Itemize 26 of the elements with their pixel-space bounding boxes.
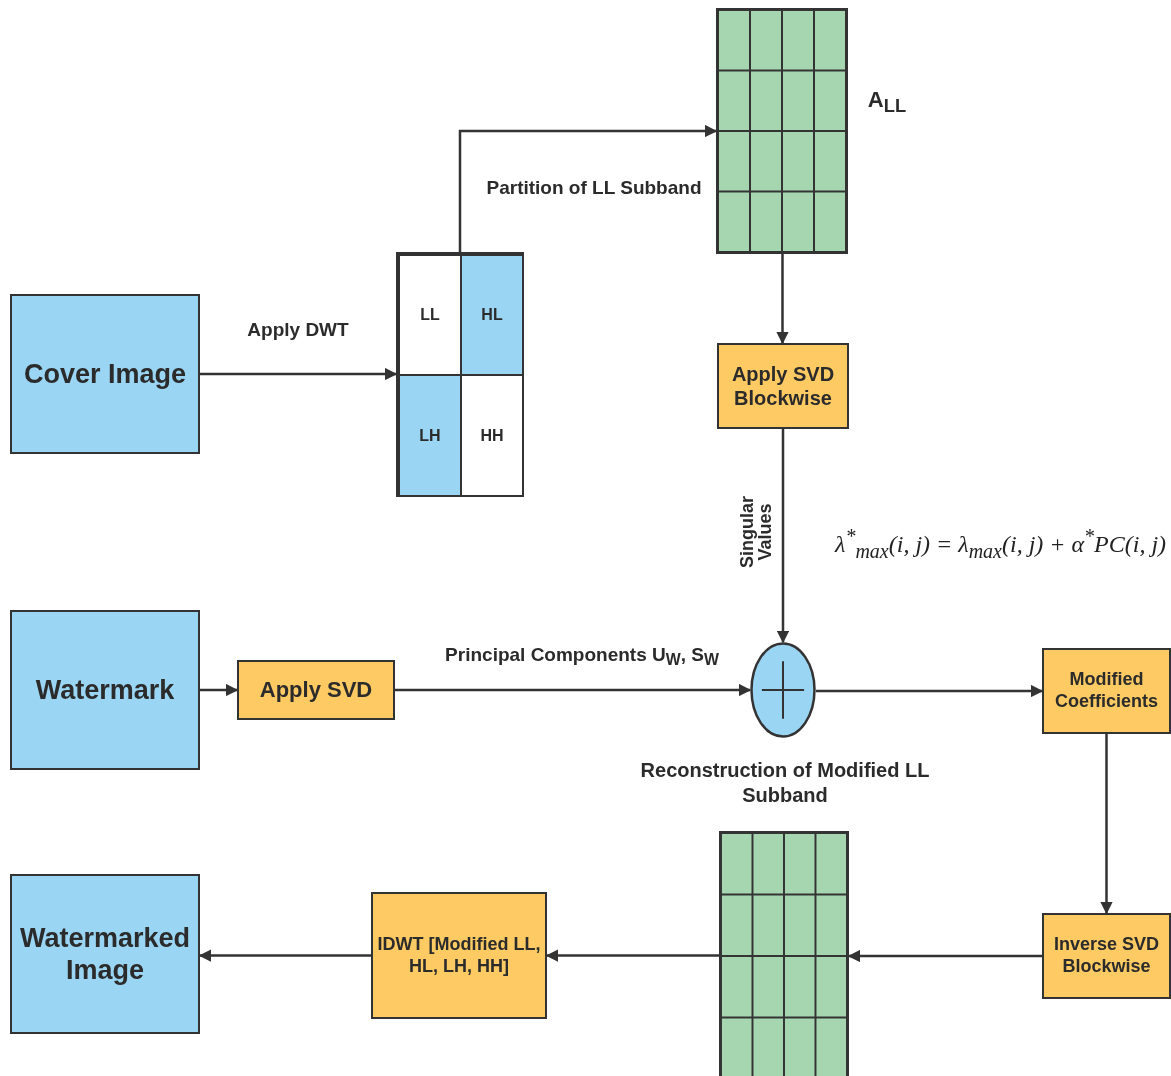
arrow bbox=[776, 254, 789, 345]
formula: λ$^{*}$$_{max}$(i, j) = λ$_{max}$(i, j) + α$^{*}$PC(i, j) bbox=[835, 525, 1167, 563]
input-output-box: Cover Image bbox=[10, 294, 200, 454]
input-output-box: Watermarked Image bbox=[10, 874, 200, 1034]
process-box: Apply SVD Blockwise bbox=[717, 343, 849, 429]
subband-cell: HL bbox=[460, 254, 524, 376]
subband-cell: LL bbox=[398, 254, 462, 376]
process-box: IDWT [Modified LL, HL, LH, HH] bbox=[371, 892, 547, 1019]
process-box: Apply SVD bbox=[237, 660, 395, 720]
arrow bbox=[200, 367, 398, 381]
subband-grid bbox=[396, 252, 524, 497]
arrow bbox=[1100, 734, 1113, 915]
arrow bbox=[200, 683, 239, 697]
arrow bbox=[458, 124, 718, 252]
process-box: Inverse SVD Blockwise bbox=[1042, 913, 1171, 999]
matrix-grid bbox=[716, 8, 848, 254]
matrix-caption: A$_{LL}$ bbox=[866, 86, 908, 119]
arrow bbox=[776, 429, 790, 644]
matrix-caption: Reconstruction of Modified LL Subband bbox=[640, 758, 930, 808]
matrix-grid bbox=[719, 831, 849, 1076]
process-box: Modified Coefficients bbox=[1042, 648, 1171, 734]
input-output-box: Watermark bbox=[10, 610, 200, 770]
subband-cell: LH bbox=[398, 374, 462, 497]
arrow bbox=[395, 683, 752, 697]
arrow bbox=[816, 684, 1044, 698]
adder-circle bbox=[750, 642, 816, 738]
